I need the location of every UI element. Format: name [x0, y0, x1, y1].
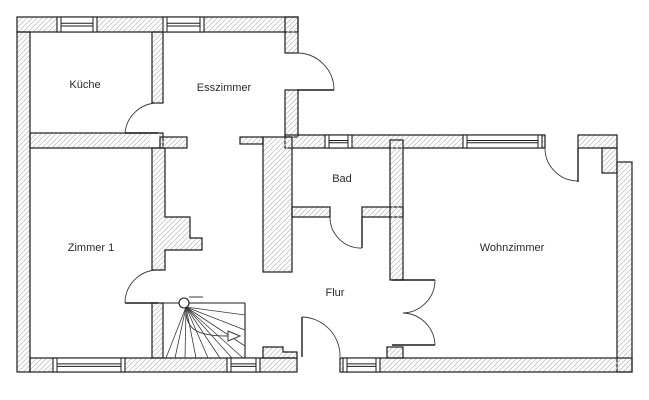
stair-tread [165, 306, 187, 359]
wall-kueche-esszimmer-divider [151, 31, 164, 104]
wall-outer-bottom-wall-right [339, 357, 633, 373]
stair-tread [185, 306, 244, 359]
room-label-zimmer1: Zimmer 1 [68, 242, 114, 254]
wall-outer-right-wall [616, 161, 633, 373]
stair-tread [185, 306, 246, 331]
window-symbol-zimmer1-window [52, 357, 126, 373]
window-symbol-flur-window [342, 357, 381, 373]
wall-zimmer1-right-wall [151, 147, 203, 271]
wall-core-wall [262, 136, 293, 273]
wall-esszimmer-right-wall-upper [284, 16, 299, 54]
wall-top-wall-right-of-door [577, 134, 618, 149]
stair-tread [185, 306, 246, 316]
stair-tread [185, 306, 221, 359]
staircase [163, 296, 246, 359]
stair-tread [174, 306, 187, 359]
door-symbol-bad-door [329, 216, 363, 249]
wall-flur-wohnzimmer-wall [389, 139, 404, 281]
door-jamb-recess [150, 134, 159, 147]
stair-direction-arrow [185, 311, 229, 337]
wall-core-top-stub [239, 136, 264, 145]
door-symbol-kueche-door [124, 102, 159, 134]
room-label-bad: Bad [332, 173, 352, 185]
room-label-kueche: Küche [69, 79, 100, 91]
wall-kueche-zimmer1-band [29, 132, 164, 149]
wall-bad-bottom-wall-left [291, 206, 331, 218]
wall-entry-pier-right [386, 346, 404, 359]
room-label-esszimmer: Esszimmer [197, 82, 252, 94]
stair-tread [185, 306, 209, 359]
window-symbol-kueche-window [56, 16, 98, 33]
stair-tread [185, 306, 246, 347]
room-label-flur: Flur [326, 287, 345, 299]
room-label-wohnzimmer: Wohnzimmer [480, 242, 545, 254]
door-symbol-main-entrance-door [544, 147, 579, 182]
window-symbol-esszimmer-window [162, 16, 205, 33]
door-symbol-esszimmer-ext-door [296, 52, 335, 91]
wall-stair-left-wall [151, 302, 164, 359]
door-symbol-zimmer1-door [124, 269, 159, 304]
window-symbol-bad-window [324, 134, 353, 149]
window-symbol-stair-window [226, 357, 261, 373]
wall-esszimmer-right-wall-lower [284, 89, 299, 138]
stair-tread [185, 306, 233, 359]
wall-topright-step-block [601, 147, 618, 174]
door-symbol-wohnzimmer-double-door-bottom [392, 312, 436, 346]
stair-arrow-head-icon [227, 330, 242, 342]
door-symbol-flur-ext-door [301, 316, 341, 358]
wall-esszimmer-bottom-band [159, 136, 188, 149]
door-symbol-wohnzimmer-double-door-top [392, 279, 436, 314]
wall-outer-left-wall [16, 31, 31, 373]
stair-tread [184, 306, 187, 359]
window-symbol-wohnzimmer-window [462, 134, 543, 149]
stair-tread [185, 306, 197, 359]
doors-layer [124, 52, 579, 358]
stair-newel-circle [178, 297, 190, 309]
windows-layer [52, 16, 543, 373]
walls-layer [16, 16, 633, 373]
